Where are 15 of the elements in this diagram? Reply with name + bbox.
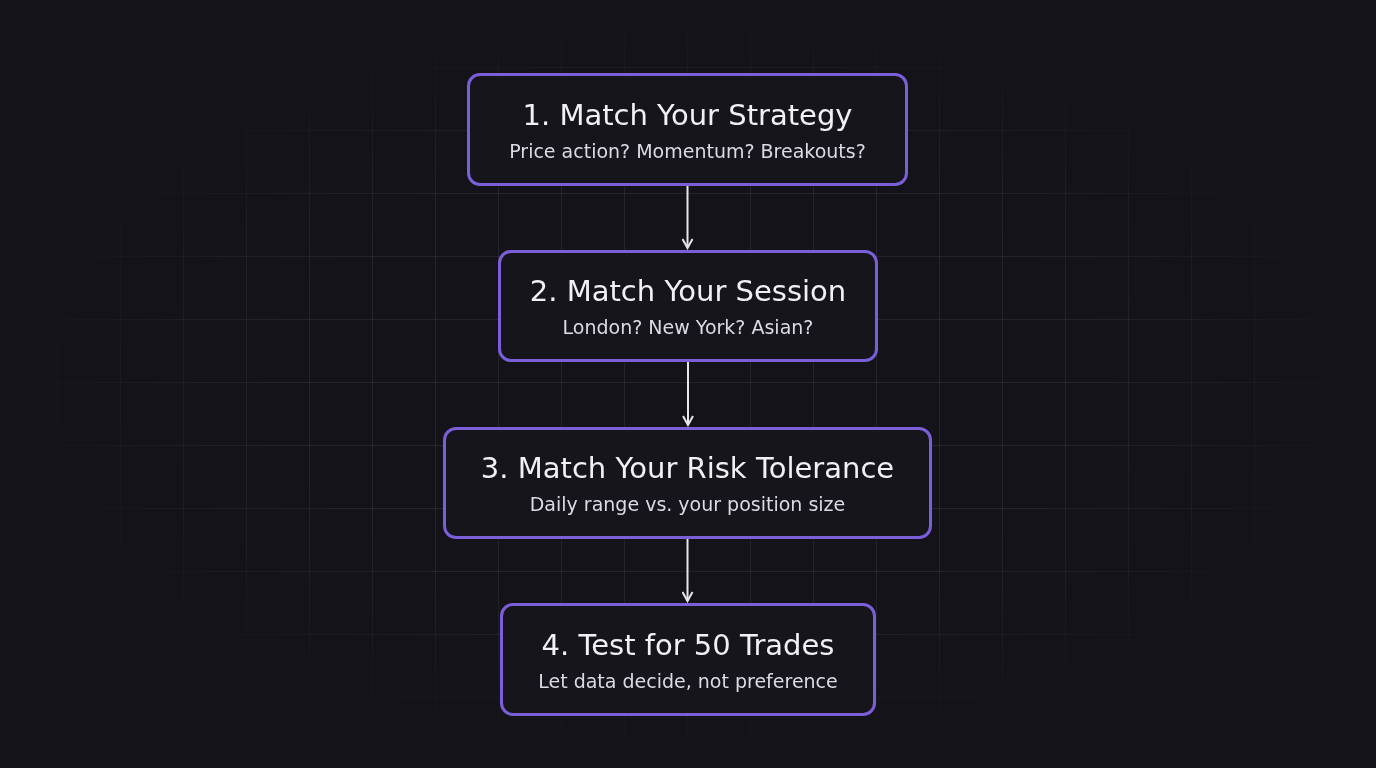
- step-subtitle: London? New York? Asian?: [562, 316, 814, 338]
- step-subtitle: Let data decide, not preference: [538, 669, 838, 692]
- arrow: [682, 361, 694, 426]
- step-box: [467, 73, 908, 186]
- arrow: [681, 538, 694, 602]
- step-box: [498, 250, 878, 362]
- step-title: 1. Match Your Strategy: [522, 97, 853, 132]
- step-box: [443, 427, 932, 539]
- step-title: 2. Match Your Session: [529, 274, 847, 308]
- step-subtitle: Price action? Momentum? Breakouts?: [509, 139, 866, 162]
- step-subtitle: Daily range vs. your position size: [529, 493, 846, 515]
- step-title: 3. Match Your Risk Tolerance: [480, 451, 895, 485]
- step-title: 4. Test for 50 Trades: [541, 627, 835, 662]
- arrow: [681, 185, 694, 249]
- step-box: [500, 603, 876, 716]
